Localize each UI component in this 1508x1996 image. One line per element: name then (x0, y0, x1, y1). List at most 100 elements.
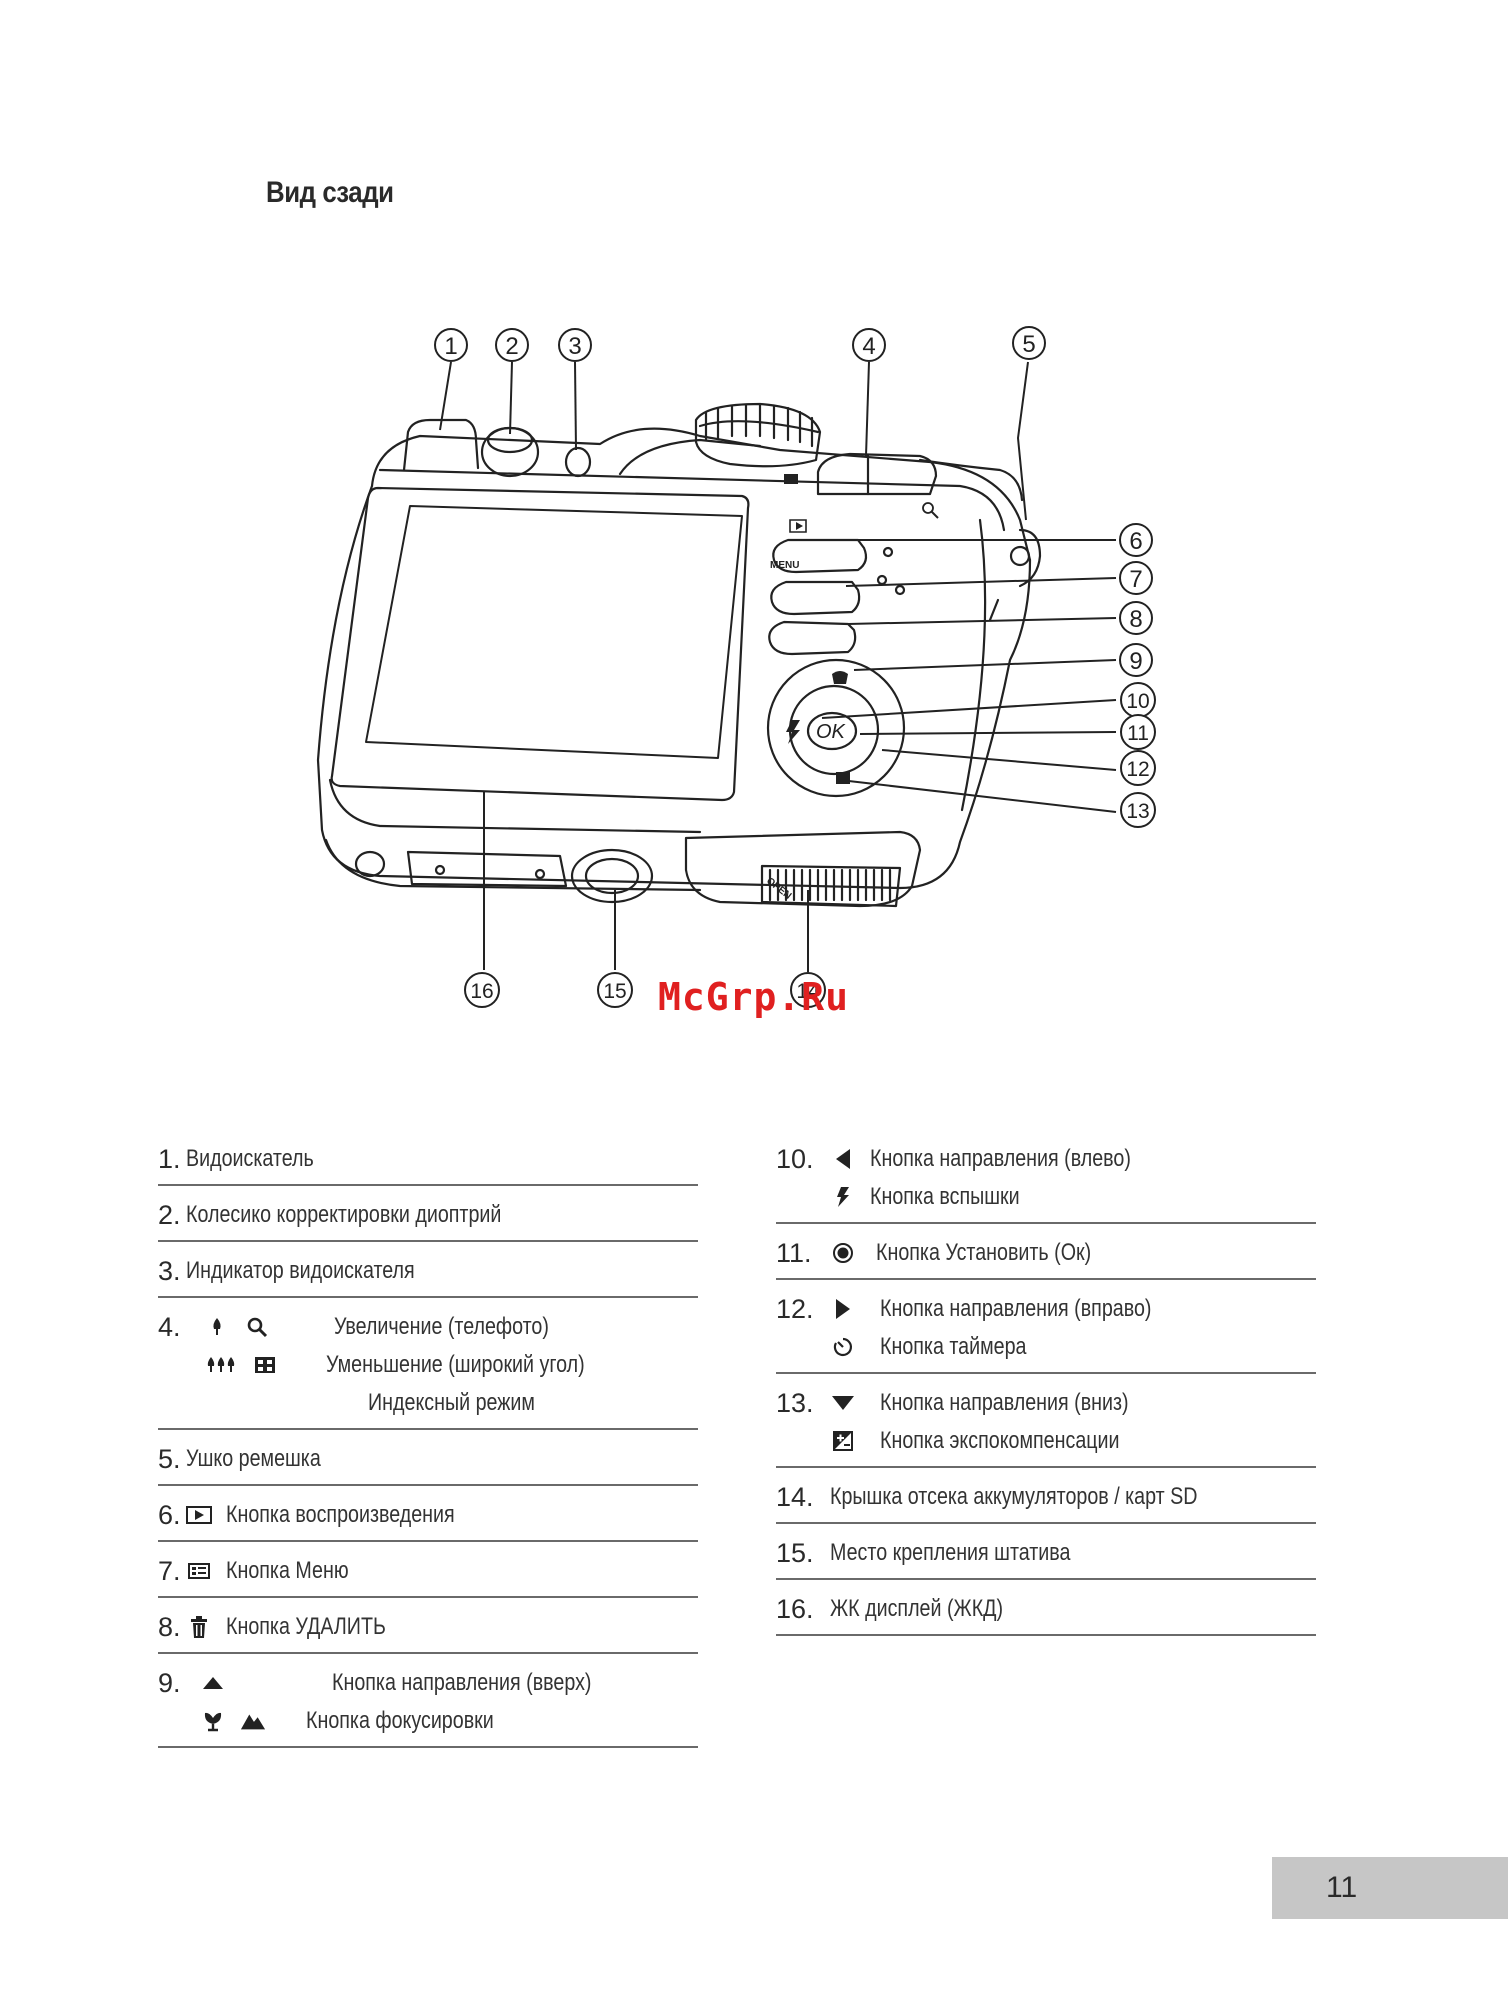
item-text: Кнопка УДАЛИТЬ (226, 1613, 386, 1640)
callout-2: 2 (495, 328, 529, 362)
callout-10: 10 (1120, 682, 1156, 718)
item-text: Кнопка воспроизведения (226, 1501, 455, 1528)
camera-menu-label: MENU (770, 560, 799, 571)
legend-item-10: 10. Кнопка направления (влево) Кнопка вс… (776, 1130, 1316, 1224)
item-text: Кнопка экспокомпенсации (880, 1427, 1120, 1454)
item-number: 16. (776, 1593, 814, 1624)
item-text: Ушко ремешка (186, 1445, 321, 1472)
callout-7: 7 (1119, 561, 1153, 595)
callout-8: 8 (1119, 601, 1153, 635)
callout-9: 9 (1119, 643, 1153, 677)
svg-text:9: 9 (1129, 648, 1142, 675)
legend-item-12: 12. Кнопка направления (вправо) Кнопка т… (776, 1280, 1316, 1374)
legend-item-16: 16. ЖК дисплей (ЖКД) (776, 1580, 1316, 1636)
left-arrow-icon (830, 1146, 856, 1172)
callout-11: 11 (1120, 714, 1156, 750)
svg-text:7: 7 (1129, 566, 1142, 593)
legend-item-1: 1.Видоискатель (158, 1130, 698, 1186)
body-magnifier-icon (922, 502, 934, 514)
flash-icon (830, 1184, 856, 1210)
camera-rear-diagram: MENU OK OPEN 1 2 3 4 5 6 (316, 326, 1156, 1008)
down-arrow-icon (830, 1390, 856, 1416)
page-number-box: 11 (1272, 1857, 1508, 1919)
svg-text:11: 11 (1127, 722, 1149, 745)
legend-item-5: 5.Ушко ремешка (158, 1430, 698, 1486)
callout-4: 4 (852, 328, 886, 362)
legend-item-3: 3.Индикатор видоискателя (158, 1242, 698, 1298)
camera-ok-label: OK (816, 721, 847, 743)
svg-text:2: 2 (505, 333, 518, 360)
item-text: Крышка отсека аккумуляторов / карт SD (830, 1483, 1198, 1510)
item-number: 15. (776, 1537, 814, 1568)
item-text: Кнопка фокусировки (306, 1707, 494, 1734)
right-arrow-icon (830, 1296, 856, 1322)
svg-text:15: 15 (603, 980, 626, 1003)
item-text: Кнопка направления (вниз) (880, 1389, 1129, 1416)
item-text: Место крепления штатива (830, 1539, 1071, 1566)
item-number: 1. (158, 1143, 181, 1174)
up-arrow-icon (200, 1670, 226, 1696)
mountain-icon (240, 1708, 266, 1734)
svg-text:6: 6 (1129, 528, 1142, 555)
playback-icon (186, 1502, 212, 1528)
callout-5: 5 (1012, 326, 1046, 360)
callout-6: 6 (1119, 523, 1153, 557)
body-exposure-icon (836, 772, 850, 784)
page-title: Вид сзади (266, 176, 394, 209)
legend-item-7: 7. Кнопка Меню (158, 1542, 698, 1598)
exposure-comp-icon (830, 1428, 856, 1454)
item-text: Уменьшение (широкий угол) (326, 1351, 585, 1378)
self-timer-icon (830, 1334, 856, 1360)
item-text: Кнопка вспышки (870, 1183, 1020, 1210)
callout-13: 13 (1120, 792, 1156, 828)
svg-text:5: 5 (1022, 331, 1035, 358)
item-number: 4. (158, 1311, 181, 1342)
item-text: Индикатор видоискателя (186, 1257, 415, 1284)
callout-12: 12 (1120, 750, 1156, 786)
callout-16: 16 (464, 972, 500, 1008)
body-index-grid-icon (784, 474, 798, 484)
legend-item-9: 9. Кнопка направления (вверх) Кнопка фок… (158, 1654, 698, 1748)
legend-item-6: 6. Кнопка воспроизведения (158, 1486, 698, 1542)
body-flash-icon (786, 720, 800, 744)
item-number: 9. (158, 1667, 181, 1698)
tele-tree-icon (204, 1314, 230, 1340)
menu-icon (186, 1558, 212, 1584)
item-text: Кнопка направления (влево) (870, 1145, 1131, 1172)
item-text: Увеличение (телефото) (334, 1313, 549, 1340)
index-grid-icon (252, 1352, 278, 1378)
svg-text:14: 14 (796, 980, 820, 1003)
callout-1: 1 (434, 328, 468, 362)
legend-item-13: 13. Кнопка направления (вниз) Кнопка экс… (776, 1374, 1316, 1468)
callout-14: 14 (790, 972, 826, 1008)
legend-item-2: 2.Колесико корректировки диоптрий (158, 1186, 698, 1242)
watermark: McGrp.Ru (658, 975, 850, 1019)
item-text: Кнопка направления (вправо) (880, 1295, 1152, 1322)
svg-text:1: 1 (444, 333, 457, 360)
callout-3: 3 (558, 328, 592, 362)
macro-flower-icon (200, 1708, 226, 1734)
trash-icon (186, 1614, 212, 1640)
item-number: 7. (158, 1555, 181, 1586)
body-playback-icon (789, 519, 807, 533)
item-number: 10. (776, 1143, 814, 1174)
body-macro-icon (832, 671, 848, 684)
legend-item-14: 14. Крышка отсека аккумуляторов / карт SD (776, 1468, 1316, 1524)
page-number: 11 (1326, 1871, 1358, 1904)
legend-item-11: 11. Кнопка Установить (Ок) (776, 1224, 1316, 1280)
item-number: 13. (776, 1387, 814, 1418)
legend-item-8: 8. Кнопка УДАЛИТЬ (158, 1598, 698, 1654)
wide-trees-icon (204, 1352, 238, 1378)
svg-text:4: 4 (862, 333, 875, 360)
item-text: ЖК дисплей (ЖКД) (830, 1595, 1004, 1622)
ok-icon (830, 1240, 856, 1266)
item-number: 6. (158, 1499, 181, 1530)
item-number: 14. (776, 1481, 814, 1512)
item-text: Кнопка таймера (880, 1333, 1027, 1360)
item-text: Индексный режим (368, 1389, 535, 1416)
legend-item-15: 15. Место крепления штатива (776, 1524, 1316, 1580)
zoom-magnifier-icon (244, 1314, 270, 1340)
item-text: Кнопка Установить (Ок) (876, 1239, 1092, 1266)
item-number: 8. (158, 1611, 181, 1642)
item-number: 5. (158, 1443, 181, 1474)
